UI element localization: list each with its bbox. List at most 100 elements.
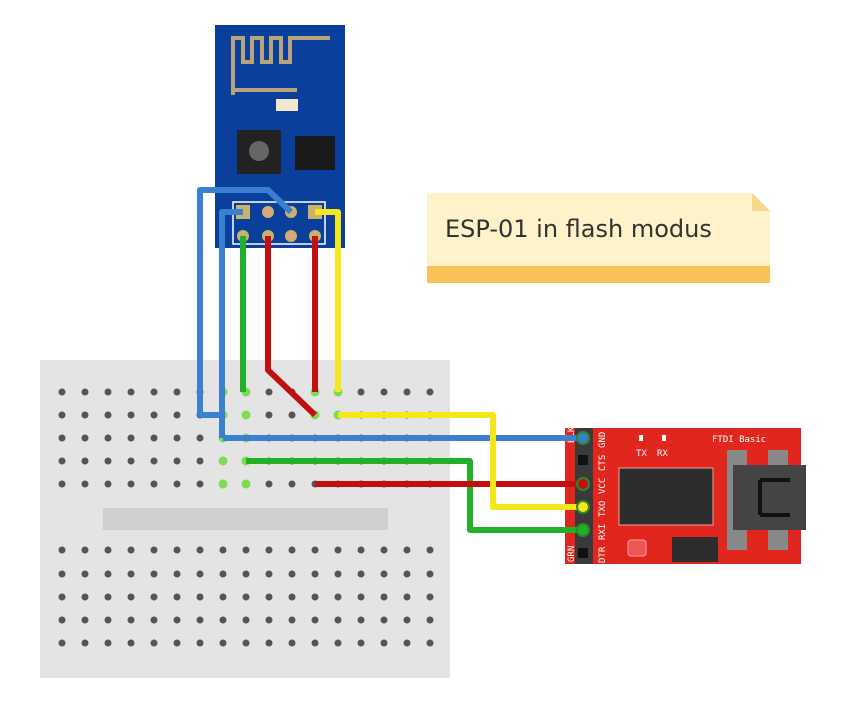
breadboard-hole [380, 546, 388, 554]
breadboard-hole [58, 411, 66, 419]
breadboard-hole [380, 593, 388, 601]
breadboard-hole [104, 388, 112, 396]
note-callout: ESP-01 in flash modus [427, 193, 770, 283]
connected-hole [241, 410, 251, 420]
connected-hole [241, 479, 251, 489]
ftdi-title: FTDI Basic [712, 435, 766, 445]
antenna-trace [231, 36, 330, 95]
breadboard-hole [127, 457, 135, 465]
breadboard-hole [127, 411, 135, 419]
wire-end [576, 477, 590, 491]
breadboard-hole [311, 639, 319, 647]
breadboard-hole [265, 570, 273, 578]
breadboard-hole [196, 434, 204, 442]
breadboard-hole [265, 639, 273, 647]
breadboard-hole [81, 593, 89, 601]
breadboard-hole [104, 639, 112, 647]
breadboard-hole [127, 546, 135, 554]
breadboard-hole [127, 616, 135, 624]
breadboard-hole [288, 411, 296, 419]
wire-green-rxi [246, 458, 583, 533]
breadboard-hole [219, 593, 227, 601]
breadboard-hole [196, 570, 204, 578]
breadboard-hole [403, 570, 411, 578]
breadboard-hole [104, 570, 112, 578]
flash-chip [295, 136, 335, 170]
breadboard-hole [127, 639, 135, 647]
breadboard-hole [127, 593, 135, 601]
breadboard-hole [173, 434, 181, 442]
breadboard-hole [265, 616, 273, 624]
breadboard-hole [81, 480, 89, 488]
connected-hole [218, 479, 228, 489]
breadboard-hole [196, 639, 204, 647]
wire-endpoints [576, 431, 590, 537]
wire-end [576, 523, 590, 537]
breadboard-hole [242, 616, 250, 624]
breadboard-hole [196, 593, 204, 601]
breadboard-hole [58, 593, 66, 601]
breadboard-hole [334, 570, 342, 578]
breadboard-hole [219, 570, 227, 578]
ftdi-side-label-top: BLK [567, 426, 577, 443]
breadboard-hole [265, 411, 273, 419]
breadboard-hole [403, 616, 411, 624]
breadboard-hole [288, 480, 296, 488]
breadboard-hole [173, 593, 181, 601]
breadboard-hole [173, 388, 181, 396]
breadboard-hole [426, 388, 434, 396]
breadboard-hole [81, 616, 89, 624]
breadboard-hole [357, 570, 365, 578]
breadboard-hole [104, 480, 112, 488]
breadboard-hole [173, 616, 181, 624]
breadboard-hole [334, 546, 342, 554]
breadboard-hole [58, 434, 66, 442]
breadboard-hole [219, 639, 227, 647]
breadboard-hole [104, 593, 112, 601]
breadboard-hole [150, 570, 158, 578]
breadboard-hole [357, 593, 365, 601]
ftdi-pin-label-gnd: GND [598, 432, 608, 448]
breadboard-hole [426, 639, 434, 647]
breadboard-hole [173, 639, 181, 647]
breadboard-hole [104, 457, 112, 465]
breadboard-hole [311, 593, 319, 601]
breadboard-hole [334, 593, 342, 601]
breadboard-hole [150, 480, 158, 488]
breadboard-hole [58, 480, 66, 488]
breadboard-hole [288, 570, 296, 578]
wires [197, 187, 583, 533]
ftdi-pin-label-txo: TXO [598, 501, 608, 517]
wire-end [576, 431, 590, 445]
breadboard-hole [288, 546, 296, 554]
wire-red-chpd [265, 236, 318, 418]
breadboard-hole [288, 616, 296, 624]
breadboard-hole [196, 457, 204, 465]
breadboard-hole [173, 546, 181, 554]
breadboard-hole [173, 480, 181, 488]
breadboard-hole [150, 639, 158, 647]
breadboard-hole [150, 411, 158, 419]
led-rx-label: RX [657, 449, 668, 459]
breadboard-hole [380, 639, 388, 647]
breadboard-hole [104, 546, 112, 554]
breadboard-hole [81, 434, 89, 442]
breadboard-hole [196, 546, 204, 554]
breadboard-hole [104, 411, 112, 419]
breadboard-hole [104, 616, 112, 624]
breadboard-hole [380, 616, 388, 624]
wire-blue-gnd [219, 209, 243, 438]
breadboard-hole [196, 616, 204, 624]
breadboard-hole [127, 388, 135, 396]
usb-mini-connector-icon [727, 450, 806, 550]
breadboard-hole [403, 546, 411, 554]
ftdi-basic-board: FTDI Basic TX RX GNDCTSVCCTXORXIDTRBLKGR… [565, 426, 806, 564]
breadboard-hole [288, 593, 296, 601]
breadboard-hole [334, 639, 342, 647]
breadboard-hole [242, 639, 250, 647]
breadboard-hole [150, 434, 158, 442]
breadboard-hole [58, 457, 66, 465]
